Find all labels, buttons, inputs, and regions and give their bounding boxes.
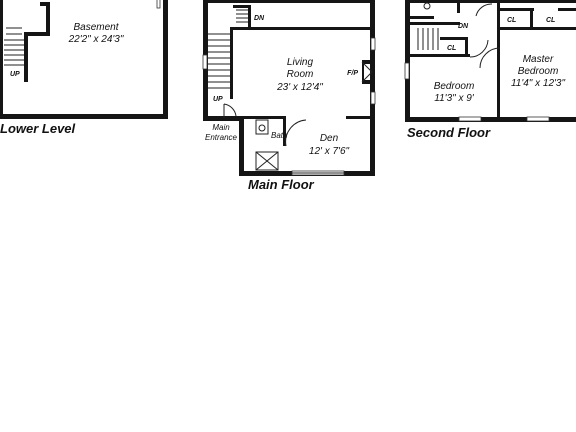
second-hall-door [475,3,493,17]
lower-wall-right [163,0,168,119]
lower-stair-wall-horz [24,32,50,36]
second-dn-label: DN [458,23,469,30]
main-staircase-lower [208,33,230,89]
main-entrance-label-1: Main [212,123,230,132]
closet-label-2: CL [507,17,516,24]
main-wall-interior-top [230,27,372,30]
second-closet-wall-top [440,37,468,40]
main-window-left [202,54,208,70]
bath-wall-right [283,116,286,146]
main-floor-title: Main Floor [248,177,315,192]
main-entrance-label-2: Entrance [205,133,238,142]
den-wall-top-right [346,116,372,119]
lower-wall-top-stub [40,2,50,6]
lower-stair-wall-side [24,32,28,82]
main-staircase-upper [236,9,248,23]
main-entrance-door [223,103,237,118]
master-window [526,116,550,122]
bath-fixtures [255,119,279,171]
main-closet-wall [248,5,251,28]
bedroom-wall-top [410,54,470,57]
bath-wall-top [244,116,286,119]
main-wall-bath-left [239,116,244,176]
basement-name: Basement [73,22,119,33]
bath-name: Bath [271,131,288,140]
main-floor-plan: F/P DN UP Main Entrance [202,0,376,192]
lower-wall-left [0,0,3,118]
bedroom-dims: 11'3" x 9' [434,93,475,104]
main-window-right-2 [370,91,376,105]
second-floor-plan: DN CL CL CL Bedroom 11'3" x 9' Master Be… [404,0,576,140]
second-floor-title: Second Floor [407,125,491,140]
lower-stair-wall-vert [46,2,50,36]
main-window-right-1 [370,37,376,51]
living-room-name-2: Room [287,69,314,80]
main-wall-right [370,0,375,176]
second-staircase [417,28,439,50]
main-up-label: UP [213,96,223,103]
basement-dims: 22'2" x 24'3" [68,34,124,45]
second-closet-wall-right [465,37,468,57]
lower-staircase [4,27,24,66]
second-wall-left [405,0,410,122]
living-room-name-1: Living [287,57,314,68]
main-stair-divider [230,27,233,99]
main-wall-entrance [203,116,239,121]
second-wall-bottom [405,117,576,122]
master-door [479,47,501,69]
master-name-2: Bedroom [518,66,559,77]
main-dn-label: DN [254,15,265,22]
lower-up-label: UP [10,71,20,78]
closet-divider [530,8,533,28]
bedroom-door [469,39,489,58]
bedroom-window [458,116,482,122]
lower-level-title: Lower Level [0,121,76,136]
second-window-left [404,62,410,80]
second-fixture [423,2,431,10]
main-wall-top [203,0,375,3]
master-wall-left [497,3,500,120]
closet-label-3: CL [546,17,555,24]
second-stair-wall [410,22,460,25]
living-room-dims: 23' x 12'4" [276,82,323,93]
den-door [285,119,307,147]
lower-window [156,0,161,9]
master-wall-top [497,27,576,30]
second-wall-top [405,0,576,3]
master-dims: 11'4" x 12'3" [511,78,566,89]
lower-wall-bottom [0,114,168,119]
closet-label-1: CL [447,45,456,52]
lower-level-plan: UP Basement 22'2" x 24'3" Lower Level [0,0,168,136]
den-dims: 12' x 7'6" [309,146,350,157]
master-name-1: Master [523,54,554,65]
den-name: Den [320,133,339,144]
fireplace-label: F/P [347,70,358,77]
bedroom-name: Bedroom [434,81,475,92]
